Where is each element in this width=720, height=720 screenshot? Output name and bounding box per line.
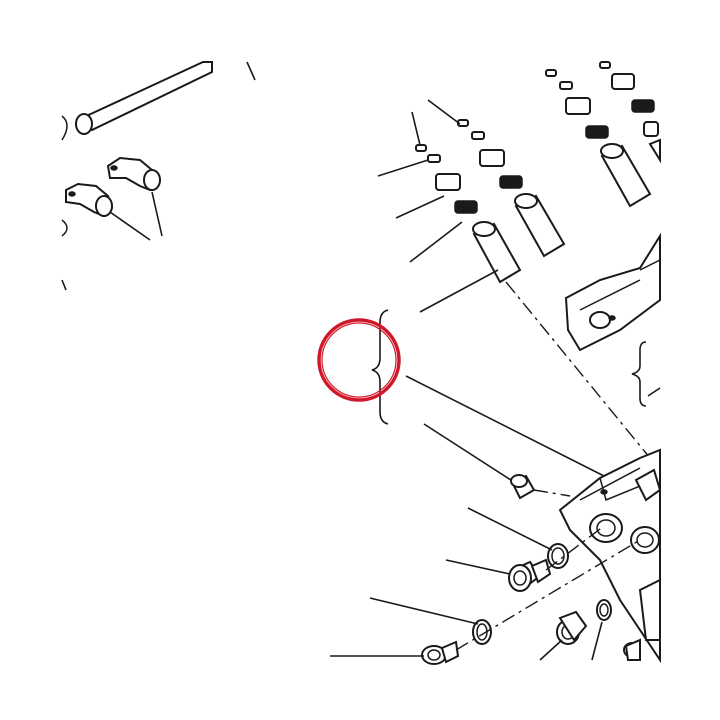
leader-11 (445, 559, 511, 575)
leader-13 (423, 423, 515, 483)
leader-2 (419, 269, 499, 313)
highlight-circle-inner (321, 322, 397, 398)
leader-28 (369, 597, 479, 625)
part-13-seal (510, 474, 536, 500)
leader-19 (61, 279, 67, 291)
leader-1-head (405, 375, 605, 477)
leader-33a (411, 111, 421, 146)
cylinder-head (558, 448, 662, 664)
part-20-rocker-arms (61, 156, 161, 237)
part-plug-lower (556, 599, 641, 661)
leader-33b (427, 99, 461, 125)
valve-stack-front (415, 144, 522, 284)
part-40-plug (421, 640, 460, 665)
bracket-group-1b (631, 341, 647, 407)
part-23-shaft (61, 61, 213, 141)
axis-line-13 (533, 489, 571, 497)
cylinder-head-upper (564, 232, 661, 352)
leader-35 (395, 195, 445, 219)
axis-line-40 (455, 539, 641, 651)
part-11-plug (508, 558, 552, 592)
leader-lower-b (591, 621, 603, 661)
bracket-group-1 (371, 309, 389, 425)
leader-lower-a (539, 639, 563, 661)
leader-38 (467, 507, 553, 551)
highlight-circle (317, 318, 401, 402)
valve-stack-middle (457, 119, 566, 258)
valve-stack-back (545, 61, 661, 208)
part-38-oring (547, 543, 569, 569)
leader-34 (377, 159, 429, 177)
leader-23 (246, 61, 256, 81)
leader-36 (409, 221, 463, 263)
leader-6 (647, 387, 661, 397)
leader-20b (151, 191, 163, 237)
leader-20a (109, 211, 151, 241)
axis-line-11 (545, 525, 605, 571)
axis-line-valve (505, 281, 651, 459)
part-28-oring (472, 619, 492, 645)
